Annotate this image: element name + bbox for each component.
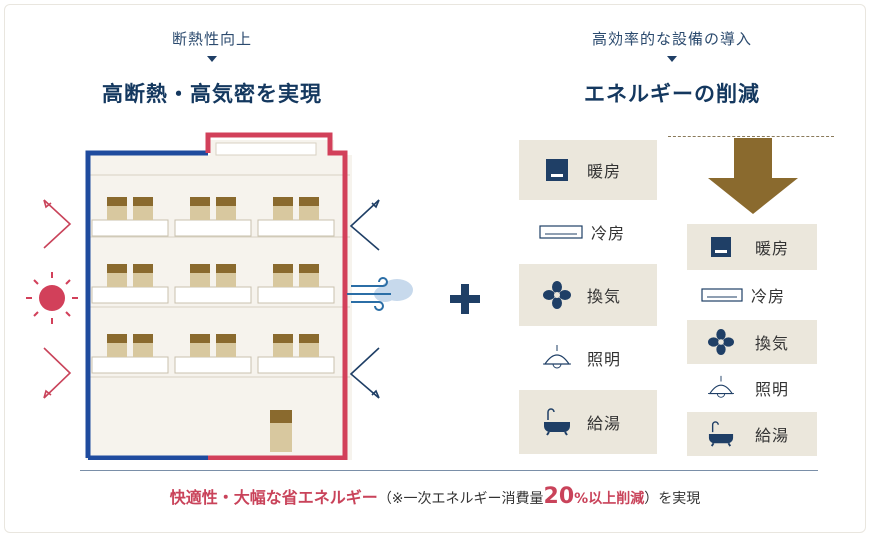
reduction-down-arrow-icon [708, 138, 798, 214]
air-conditioner-icon [699, 288, 745, 302]
right-small-heading: 高効率的な設備の導入 [591, 30, 752, 48]
insulated-building-illustration [85, 132, 352, 460]
bathtub-icon [701, 421, 741, 447]
reduction-dashed-line [668, 136, 834, 137]
item-label: 照明 [755, 380, 790, 399]
item-label: 給湯 [755, 426, 790, 445]
summary-highlight: 快適性・大幅な省エネルギー [169, 488, 378, 507]
after-item-cooling: 冷房 [687, 272, 817, 318]
right-down-triangle-icon [667, 56, 677, 62]
item-label: 冷房 [751, 287, 786, 306]
fan-icon [537, 281, 577, 309]
before-item-heating: 暖房 [519, 140, 657, 200]
bottom-divider [80, 470, 818, 471]
air-conditioner-icon [537, 224, 585, 240]
after-item-heating: 暖房 [687, 224, 817, 270]
before-item-hot-water: 給湯 [519, 390, 657, 454]
left-big-heading: 高断熱・高気密を実現 [102, 82, 322, 106]
wind-cloud-icon [347, 277, 413, 311]
heater-icon [701, 236, 741, 258]
balconies [91, 197, 335, 452]
bathtub-icon [537, 408, 577, 436]
sun-heat-deflection-graphic [26, 199, 78, 399]
heater-icon [537, 158, 577, 182]
item-label: 換気 [587, 287, 622, 306]
outer-frame [4, 4, 866, 533]
sun-icon [26, 272, 78, 324]
after-item-hot-water: 給湯 [687, 412, 817, 456]
plus-icon [450, 284, 480, 314]
left-down-triangle-icon [207, 56, 217, 62]
after-item-lighting: 照明 [687, 366, 817, 410]
item-label: 冷房 [591, 224, 626, 243]
item-label: 給湯 [587, 414, 622, 433]
item-label: 暖房 [587, 162, 622, 181]
item-label: 照明 [587, 350, 622, 369]
lamp-icon [701, 375, 741, 401]
before-item-lighting: 照明 [519, 328, 657, 388]
summary-note-open: （※一次エネルギー消費量 [377, 491, 544, 507]
bottom-summary: 快適性・大幅な省エネルギー（※一次エネルギー消費量20%以上削減）を実現 [0, 484, 870, 509]
before-item-cooling: 冷房 [519, 202, 657, 262]
right-big-heading: エネルギーの削減 [584, 82, 760, 106]
summary-note-close: ）を実現 [644, 491, 701, 507]
wind-cold-deflection-graphic [347, 199, 413, 399]
left-small-heading: 断熱性向上 [171, 30, 252, 48]
summary-percent-text: %以上削減 [574, 491, 645, 507]
item-label: 換気 [755, 334, 790, 353]
after-item-ventilation: 換気 [687, 320, 817, 364]
summary-percent-value: 20 [543, 484, 575, 509]
lamp-icon [537, 344, 577, 372]
fan-icon [701, 329, 741, 355]
item-label: 暖房 [755, 239, 790, 258]
before-item-ventilation: 換気 [519, 264, 657, 326]
